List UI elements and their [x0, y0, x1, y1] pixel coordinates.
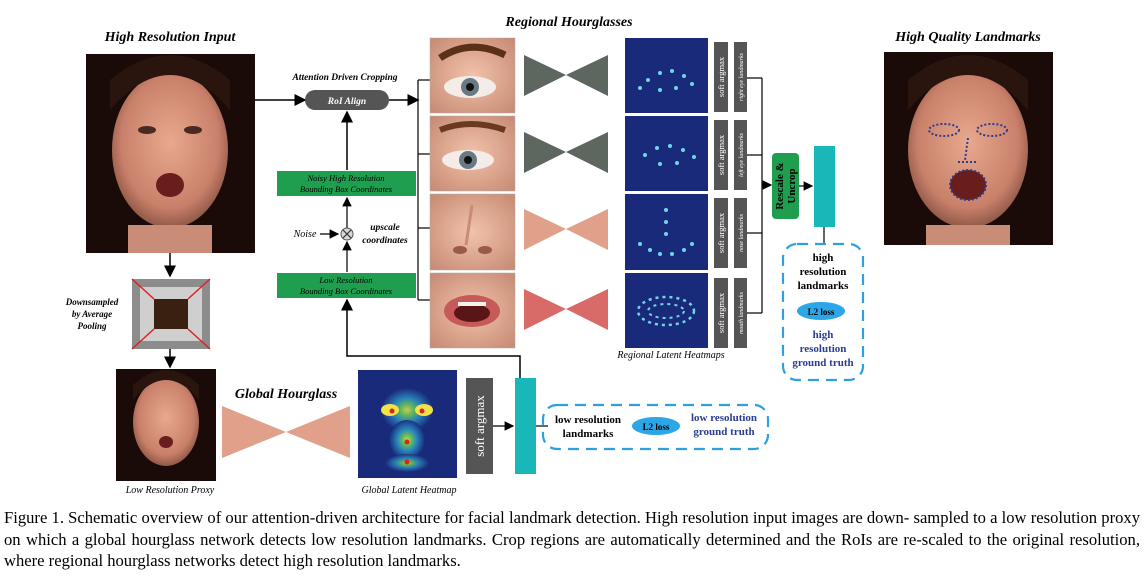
highres-loss-box [781, 242, 865, 382]
figure-caption: Figure 1. Schematic overview of our atte… [4, 507, 1140, 572]
svg-text:soft argmax: soft argmax [716, 56, 726, 97]
regional-soft-argmax-right-eye: soft argmax [714, 42, 728, 112]
regional-heatmap-left-eye [625, 116, 708, 191]
global-teal-bar [515, 378, 536, 474]
svg-text:mouth landmarks: mouth landmarks [739, 291, 745, 333]
global-soft-argmax-label: soft argmax [472, 395, 487, 457]
regional-hourglass-right-eye [524, 55, 608, 96]
svg-text:left eye landmarks: left eye landmarks [738, 132, 745, 177]
svg-text:right eye landmarks: right eye landmarks [739, 52, 745, 101]
crop-right-eye [429, 37, 516, 114]
crop-nose [429, 193, 516, 271]
high-quality-landmarks-image [884, 52, 1053, 245]
lowres-gt-line2: ground truth [693, 426, 754, 438]
lowres-l2-loss-badge [632, 417, 680, 435]
highres-l2-loss-badge [797, 302, 845, 320]
upscale-line1: upscale [370, 223, 400, 233]
hr-landmarks-line2: resolution [800, 266, 847, 278]
regional-landmarks-right-eye: right eye landmarks [734, 42, 747, 112]
noise-label: Noise [293, 229, 317, 240]
regional-hourglass-nose [524, 209, 608, 250]
hr-landmarks-line1: high [813, 252, 834, 264]
hr-gt-line1: high [813, 329, 834, 341]
lowres-gt-line1: low resolution [691, 412, 757, 424]
global-latent-heatmap [358, 370, 457, 478]
crop-bracket [417, 79, 430, 301]
svg-text:soft argmax: soft argmax [716, 292, 726, 333]
noisy-bbox-line2: Bounding Box Coordinates [300, 184, 393, 194]
rescale-line1: Rescale & [774, 162, 786, 209]
hr-gt-line3: ground truth [792, 357, 853, 369]
high-res-input-title: High Resolution Input [104, 30, 237, 45]
noisy-bbox-box [277, 171, 416, 196]
regional-soft-argmax-mouth: soft argmax [714, 278, 728, 348]
rescale-bracket [747, 77, 763, 314]
highres-l2-loss-label: L2 loss [808, 307, 835, 317]
svg-text:soft argmax: soft argmax [716, 212, 726, 253]
regional-heatmap-nose [625, 194, 708, 270]
regional-heatmap-right-eye [625, 38, 708, 113]
global-hourglass-title: Global Hourglass [235, 387, 338, 402]
lowres-bbox-box [277, 273, 416, 298]
regional-heatmap-mouth [625, 273, 708, 348]
regional-landmarks-left-eye: left eye landmarks [734, 120, 747, 190]
regional-hourglasses-title: Regional Hourglasses [504, 15, 633, 30]
regional-landmarks-mouth: mouth landmarks [734, 278, 747, 348]
regional-teal-bar [814, 146, 835, 227]
high-res-input-image [86, 54, 255, 253]
regional-hourglass-mouth [524, 289, 608, 330]
low-res-proxy-label: Low Resolution Proxy [125, 485, 215, 496]
global-soft-argmax-box [466, 378, 493, 474]
regional-latent-heatmaps-label: Regional Latent Heatmaps [616, 350, 724, 361]
roi-align-box [305, 90, 389, 110]
high-quality-landmarks-title: High Quality Landmarks [894, 30, 1041, 45]
lowres-bbox-line2: Bounding Box Coordinates [300, 286, 393, 296]
low-res-proxy-image [116, 369, 216, 481]
hr-gt-line2: resolution [800, 343, 847, 355]
downsampled-line1: Downsampled [65, 297, 119, 307]
global-latent-heatmap-label: Global Latent Heatmap [362, 485, 457, 496]
lowres-landmarks-line1: low resolution [555, 414, 621, 426]
crop-left-eye [429, 115, 516, 192]
roi-align-label: RoI Align [327, 97, 366, 107]
average-pooling-icon [131, 278, 211, 350]
caption-line2: sampled to a low resolution proxy on whi… [4, 508, 1140, 549]
global-hourglass-shape [222, 406, 350, 458]
architecture-diagram: High Resolution Input Attention Driven C… [65, 15, 1053, 496]
regional-hourglass-left-eye [524, 132, 608, 173]
rescale-line2: Uncrop [786, 168, 798, 203]
rescale-uncrop-box [772, 153, 799, 219]
regional-landmarks-nose: nose landmarks [734, 198, 747, 268]
global-to-lowres-arrow [341, 298, 521, 378]
regional-soft-argmax-left-eye: soft argmax [714, 120, 728, 190]
lowres-bbox-line1: Low Resolution [318, 275, 372, 285]
attention-cropping-label: Attention Driven Cropping [291, 73, 397, 83]
crop-mouth [429, 272, 516, 349]
caption-line3: determined and the RoIs are re-scaled to… [4, 529, 1140, 571]
caption-line1: Figure 1. Schematic overview of our atte… [4, 508, 910, 527]
lowres-loss-box [541, 403, 770, 451]
hr-landmarks-line3: landmarks [798, 280, 849, 292]
downsampled-line2: by Average [72, 309, 112, 319]
lowres-landmarks-line2: landmarks [563, 428, 614, 440]
upscale-line2: coordinates [362, 236, 408, 246]
noisy-bbox-line1: Noisy High Resolution [307, 173, 385, 183]
svg-text:soft argmax: soft argmax [716, 134, 726, 175]
noise-combine-icon [340, 227, 354, 241]
svg-text:nose landmarks: nose landmarks [739, 213, 745, 251]
regional-soft-argmax-nose: soft argmax [714, 198, 728, 268]
lowres-l2-loss-label: L2 loss [643, 422, 670, 432]
downsampled-line3: Pooling [77, 321, 107, 331]
